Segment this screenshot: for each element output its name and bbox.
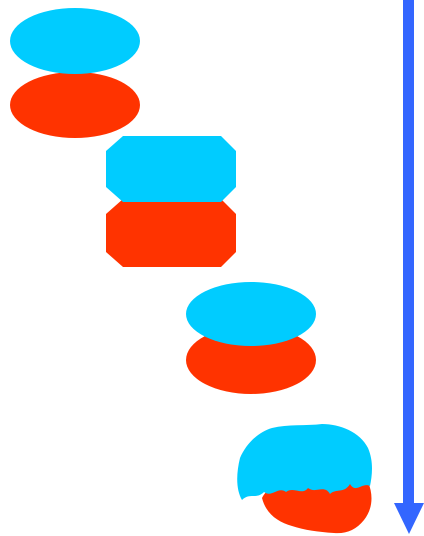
stage-2-bottom-octagon — [106, 199, 236, 267]
arrow-shaft — [403, 0, 414, 505]
arrow-head — [394, 503, 424, 534]
stage-1-bottom-ellipse — [10, 72, 140, 138]
stage-4-top-blob — [237, 424, 372, 500]
stage-1-top-ellipse — [10, 8, 140, 74]
stage-1 — [10, 8, 140, 138]
stage-4-bottom-blob — [262, 479, 372, 534]
stage-3-top-ellipse — [186, 282, 316, 346]
stage-2 — [106, 136, 236, 267]
stage-2-top-octagon — [106, 136, 236, 202]
stage-3 — [186, 282, 316, 394]
stage-4 — [237, 424, 372, 534]
direction-arrow — [394, 0, 424, 534]
stage-3-bottom-ellipse — [186, 326, 316, 394]
